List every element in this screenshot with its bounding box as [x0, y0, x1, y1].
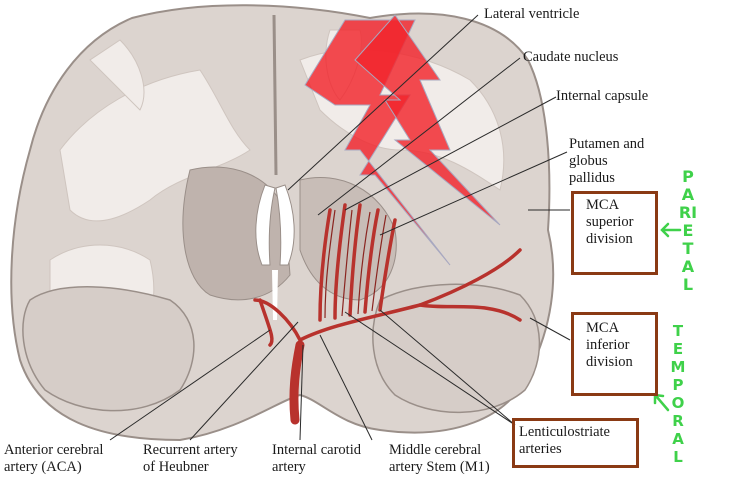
box-mca-inferior — [571, 312, 658, 396]
annotation-temporal: TEMPORAL — [670, 322, 686, 466]
lightning-bolt-right — [354, 14, 501, 226]
annotation-parietal: PARIETAL — [678, 167, 698, 294]
temporal-lobe-right — [372, 283, 541, 414]
label-lateral-ventricle: Lateral ventricle — [484, 6, 580, 22]
box-mca-superior — [571, 191, 658, 275]
lateral-ventricle-left — [255, 184, 276, 266]
temporal-lobe-left — [22, 286, 195, 412]
lateral-ventricle-right — [275, 184, 295, 266]
leader-lines — [109, 14, 571, 441]
arteries-thin — [324, 209, 387, 319]
arteries — [253, 203, 522, 425]
lightning-bolt-left — [304, 19, 451, 266]
longitudinal-fissure — [272, 14, 278, 176]
box-lenticulostriate — [512, 418, 639, 468]
label-caudate-nucleus: Caudate nucleus — [523, 49, 619, 65]
label-internal-capsule: Internal capsule — [556, 88, 649, 104]
